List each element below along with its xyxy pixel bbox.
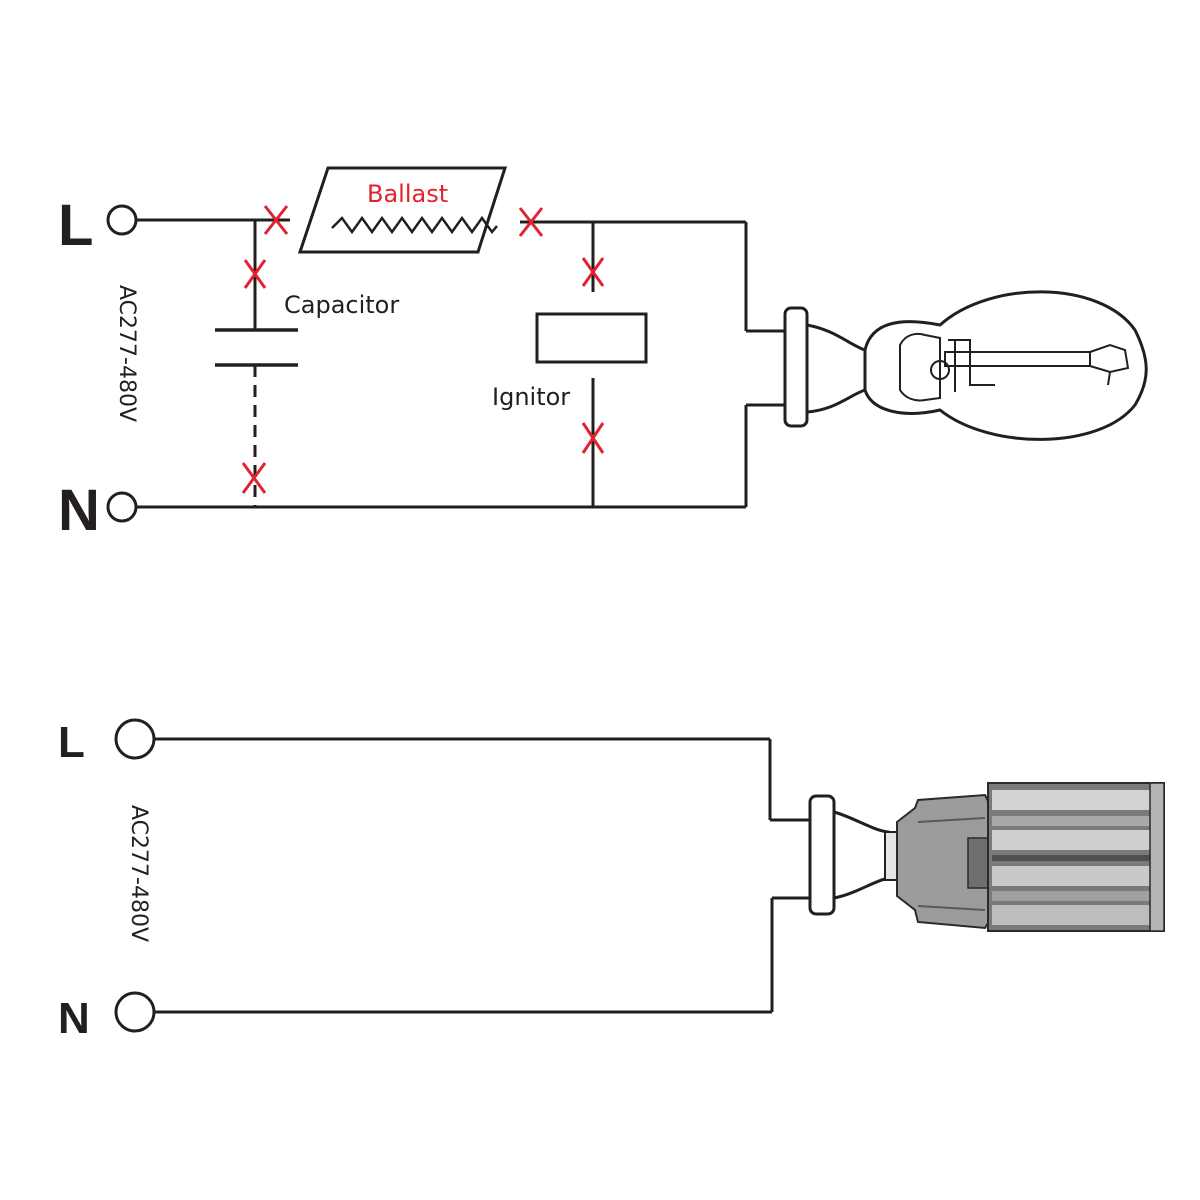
arc-tube [944,351,1091,367]
top-circuit: L N AC277-480V Ballast Capacitor [58,166,1148,543]
cut-mark-icon [581,422,605,454]
top-bulb-neck [899,332,941,402]
ballast-label: Ballast [367,180,448,208]
top-bulb-base [805,323,867,414]
top-voltage-label: AC277-480V [114,285,139,422]
cut-mark-icon [518,207,544,237]
housing-band [967,837,989,889]
housing-ridges [917,817,986,911]
led-endcap [1149,782,1165,932]
top-live-terminal [106,204,138,236]
hid-bulb-icon [783,290,1148,441]
bottom-neutral-terminal [114,991,156,1033]
top-socket [783,306,809,428]
top-neutral-terminal [106,491,138,523]
screw-thread [884,831,898,881]
top-neutral-label: N [58,478,100,543]
capacitor-label: Capacitor [284,291,399,319]
led-strip [992,891,1160,901]
ignitor: Ignitor [492,222,648,507]
bottom-voltage-label: AC277-480V [126,805,151,942]
led-strip [992,866,1160,886]
bottom-circuit: L N AC277-480V [58,718,1165,1043]
ignitor-label: Ignitor [492,383,570,411]
cut-marks [241,205,605,494]
ignitor-box [535,312,648,364]
bulb-getter [930,360,950,380]
ballast-coil-icon [331,215,498,235]
led-strip [992,855,1160,861]
bottom-live-terminal [114,718,156,760]
led-strip [992,790,1160,810]
top-live-label: L [58,193,93,258]
bottom-live-label: L [58,718,85,767]
cut-mark-icon [581,257,605,287]
bottom-socket [808,794,836,916]
led-strip [992,830,1160,850]
capacitor: Capacitor [215,220,399,507]
bottom-bulb-base [832,810,890,900]
cut-mark-icon [243,259,267,289]
cut-mark-icon [241,462,267,494]
cut-mark-icon [263,205,289,235]
bottom-neutral-label: N [58,994,90,1043]
led-strip [992,905,1160,925]
ballast: Ballast [297,166,508,254]
bulb-frame [948,339,1130,392]
led-strip [992,816,1160,826]
led-corn-bulb-icon [808,782,1165,932]
